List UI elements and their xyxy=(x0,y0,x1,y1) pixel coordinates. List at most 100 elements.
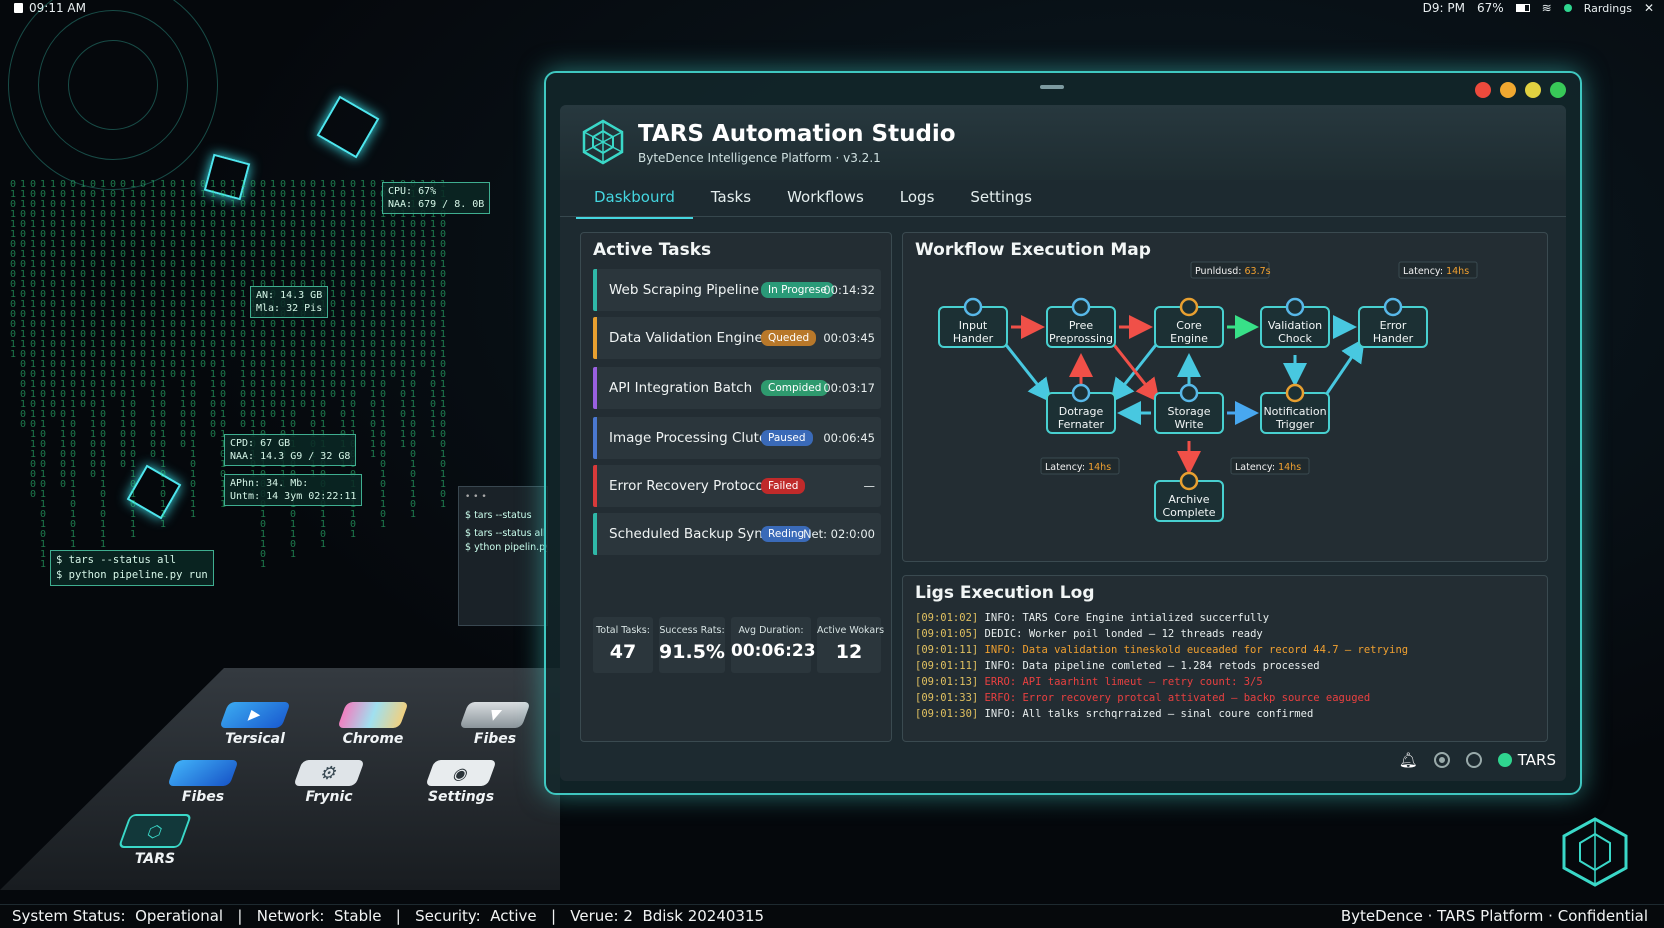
task-time: 00:03:45 xyxy=(823,331,875,345)
dock-app-settings[interactable]: ◉ Settings xyxy=(416,760,506,805)
close-icon[interactable]: ✕ xyxy=(1643,1,1654,15)
extra-window-button[interactable] xyxy=(1550,82,1566,98)
code-rain-column: 1100111000010110101110000 xyxy=(240,179,247,430)
dock-app-terminal[interactable]: ▶ Tersical xyxy=(210,702,300,747)
dock-app-frynic[interactable]: ⚙ Frynic xyxy=(284,760,374,805)
node-label: Dotrage xyxy=(1059,405,1104,418)
mini-terminal-window[interactable]: • • • $ tars --status $ tars --status al… xyxy=(458,486,548,626)
resource-readout: CPD: 67 GB NAA: 14.3 G9 / 32 G8 xyxy=(224,434,357,466)
tars-hex-large-icon[interactable] xyxy=(1560,816,1630,888)
terminal-line: $ ython pipelin.py run xyxy=(465,542,548,553)
bell-icon[interactable]: 🔔︎ xyxy=(1398,751,1418,769)
app-footer: 🔔︎ TARS xyxy=(1399,751,1556,769)
node-label: Write xyxy=(1174,418,1203,431)
dock-app-files[interactable]: ▼ Fibes xyxy=(450,702,540,747)
code-rain-column: 10000111110011100001011010111 xyxy=(340,179,347,470)
workflow-edge xyxy=(1001,339,1052,403)
log-level: ERFO: xyxy=(984,692,1017,704)
node-label: Validation xyxy=(1268,319,1322,332)
log-level: INFO: xyxy=(984,708,1017,720)
circle-icon[interactable] xyxy=(1465,752,1482,768)
close-window-button[interactable] xyxy=(1475,82,1491,98)
task-name: Image Processing Cluter xyxy=(609,430,773,446)
settings-eye-icon: ◉ xyxy=(425,760,497,786)
log-timestamp: [09:01:02] xyxy=(915,612,979,624)
metric-tag xyxy=(1190,261,1270,279)
node-label: Hander xyxy=(1373,332,1414,345)
task-time: Net: 02:0:00 xyxy=(802,527,875,541)
minimize-window-button[interactable] xyxy=(1500,82,1516,98)
task-name: Data Validation Engine xyxy=(609,330,763,346)
terminal-line: $ tars --status xyxy=(465,510,532,521)
node-label: Preprossing xyxy=(1049,332,1113,345)
window-drag-handle[interactable] xyxy=(1040,85,1064,89)
stat-value: 00:06:23 xyxy=(731,641,816,661)
app-title: TARS Automation Studio xyxy=(638,121,956,147)
terminal-icon: ▶ xyxy=(219,702,291,728)
node-label: Error xyxy=(1380,319,1407,332)
tab-tasks[interactable]: Tasks xyxy=(710,188,752,206)
code-rain-column: 0000101101011100000100 xyxy=(110,179,117,400)
node-label: Trigger xyxy=(1275,418,1314,431)
workflow-graph: InputHanderPreePreprossingCoreEngineVali… xyxy=(938,261,1478,522)
stat-label: Total Tasks: xyxy=(596,625,650,636)
dock-app-chrome[interactable]: Chrome xyxy=(328,702,418,747)
dock-app-label: Fibes xyxy=(181,789,225,805)
log-timestamp: [09:01:30] xyxy=(915,708,979,720)
log-line: [09:01:33] ERFO: Error recovery protcal … xyxy=(915,692,1370,704)
dock-app-label: Chrome xyxy=(342,731,404,747)
code-rain-column: 10000101101011100000100 xyxy=(80,179,87,410)
apple-menu-icon[interactable] xyxy=(14,3,23,13)
fullscreen-window-button[interactable] xyxy=(1525,82,1541,98)
code-rain-column: 00111110011100001011010111 xyxy=(430,180,437,440)
stat-active-workers: Active Wokars 12 xyxy=(817,617,884,673)
log-line: [09:01:05] DEDIC: Worker poil londed — 1… xyxy=(915,628,1263,640)
log-line: [09:01:11] INFO: Data pipeline comleted … xyxy=(915,660,1320,672)
node-label: Hander xyxy=(953,332,994,345)
radar-ring xyxy=(38,10,188,160)
window-controls xyxy=(1475,82,1566,98)
log-message: TARS Core Engine intialized succerfully xyxy=(1022,612,1270,624)
log-message: Worker poil londed — 12 threads ready xyxy=(1028,628,1263,640)
dock-app-tars[interactable]: ⬡ TARS xyxy=(110,814,200,867)
battery-icon[interactable] xyxy=(1515,4,1530,12)
code-rain-column: 00101101011100000100 xyxy=(170,179,177,380)
status-time: D9: PM xyxy=(1422,1,1465,15)
node-port-icon xyxy=(1285,383,1305,403)
code-rain-column: 000010000111110011100001011010111 xyxy=(220,179,227,510)
code-rain-column: 10000010000111110011100001011010111 xyxy=(160,179,167,530)
tab-settings[interactable]: Settings xyxy=(970,188,1032,206)
tab-divider xyxy=(560,216,1566,217)
tars-status[interactable]: TARS xyxy=(1497,751,1556,769)
uptime-readout: APhn: 34. Mb: Untm: 14 3ym 02:22:11 xyxy=(224,474,363,506)
sync-icon[interactable] xyxy=(1433,752,1450,768)
node-label: Archive xyxy=(1168,493,1209,506)
task-color-bar xyxy=(593,417,597,459)
gear-icon: ⚙ xyxy=(293,760,365,786)
task-name: Web Scraping Pipeline xyxy=(609,282,760,298)
code-rain-column: 101110000010000111110011100001011010111 xyxy=(40,179,47,570)
user-name[interactable]: Rardings xyxy=(1583,1,1632,15)
tab-workflows[interactable]: Workflows xyxy=(787,188,864,206)
code-rain-column: 0000010000111110011100001011010111 xyxy=(190,179,197,520)
node-port-icon xyxy=(1179,471,1199,491)
code-rain-column: 111000001000011111001110000101101 xyxy=(440,180,447,510)
system-status-text: System Status: Operational | Network: St… xyxy=(12,907,765,925)
wifi-icon[interactable]: ≋ xyxy=(1541,1,1552,15)
dock-app-folder[interactable]: Fibes xyxy=(158,760,248,805)
workflow-edge xyxy=(1110,339,1161,403)
tab-dashboard[interactable]: Daskbourd xyxy=(576,180,693,219)
tab-logs[interactable]: Logs xyxy=(899,188,935,206)
stat-success-rate: Success Rats: 91.5% xyxy=(659,617,725,673)
task-time: 00:03:17 xyxy=(823,381,875,395)
log-level: ERRO: xyxy=(984,676,1017,688)
